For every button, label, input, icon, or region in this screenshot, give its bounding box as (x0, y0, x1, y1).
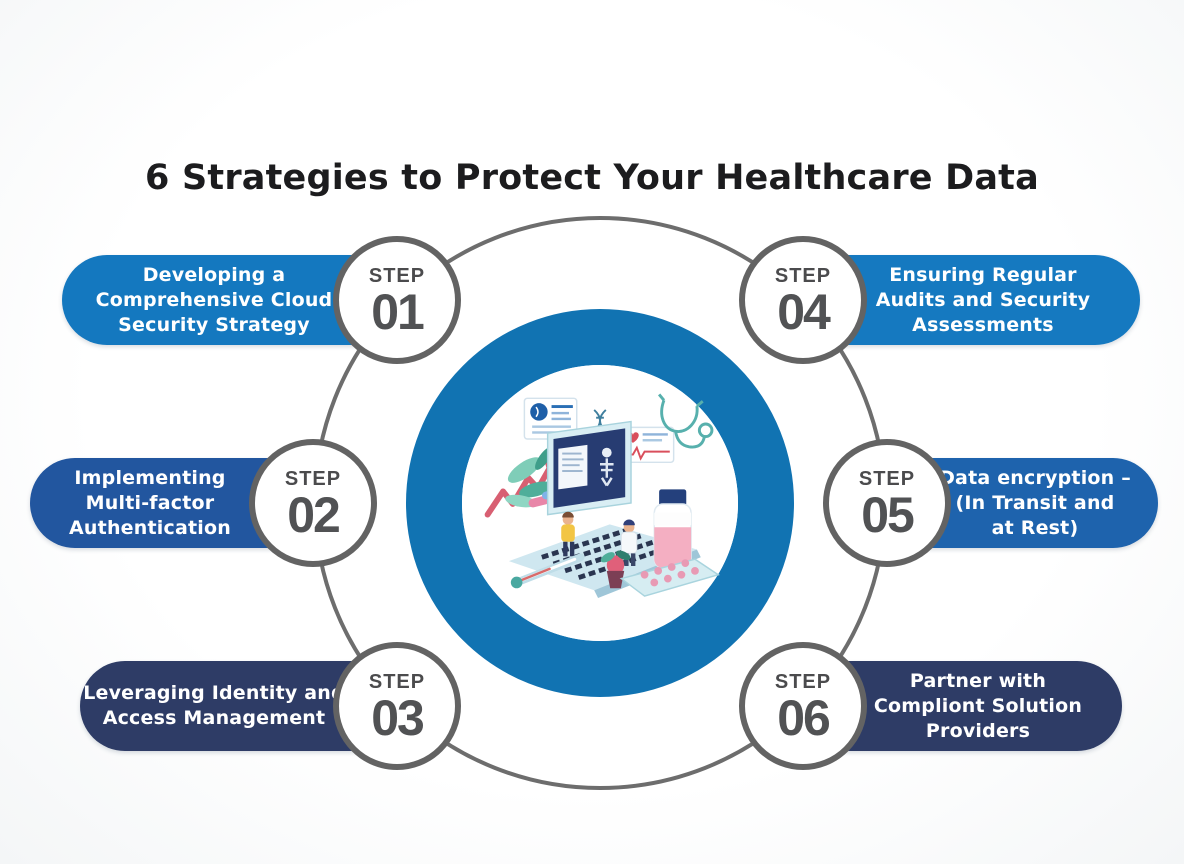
page-title: 6 Strategies to Protect Your Healthcare … (145, 158, 1039, 199)
step-1-label: STEP (368, 265, 426, 287)
step-1-badge: STEP 01 (333, 236, 461, 364)
step-3-label: STEP (368, 671, 426, 693)
step-5-banner-text: Data encryption – (In Transit and at Res… (912, 466, 1158, 541)
plant-pot-icon (600, 550, 631, 589)
step-6-line: Compliont Solution (873, 694, 1083, 717)
step-4-line: Assessments (912, 313, 1054, 336)
step-6-banner: Partner with Compliont Solution Provider… (768, 661, 1122, 751)
step-5-line: (In Transit and (955, 491, 1115, 514)
step-3-number: 03 (371, 690, 425, 746)
step-2-line: Authentication (69, 516, 231, 539)
step-6-line: Partner with (909, 669, 1047, 692)
step-5-line: Data encryption – (939, 466, 1131, 489)
thermometer-icon (510, 553, 585, 589)
step-5-badge: STEP 05 (823, 439, 951, 567)
step-5-label: STEP (858, 468, 916, 490)
step-4-line: Ensuring Regular (889, 263, 1077, 286)
healthcare-data-illustration (484, 393, 720, 598)
step-2-number: 02 (287, 487, 341, 543)
stethoscope-icon (658, 393, 714, 449)
person-figure-icon (561, 511, 575, 557)
pill-bottle-icon (653, 489, 692, 569)
step-3-line: Access Management (102, 707, 326, 729)
step-6-badge: STEP 06 (739, 642, 867, 770)
step-4-badge: STEP 04 (739, 236, 867, 364)
step-2-banner-text: Implementing Multi-factor Authentication (30, 466, 270, 541)
step-4-banner-text: Ensuring Regular Audits and Security Ass… (826, 263, 1140, 338)
step-6-label: STEP (774, 671, 832, 693)
step-4-banner: Ensuring Regular Audits and Security Ass… (768, 255, 1140, 345)
step-3-badge: STEP 03 (333, 642, 461, 770)
step-4-label: STEP (774, 265, 832, 287)
step-6-number: 06 (777, 690, 831, 746)
step-3-line: Leveraging Identity and (83, 682, 345, 704)
step-1-line: Comprehensive Cloud (95, 288, 333, 311)
step-2-line: Multi-factor (85, 491, 215, 514)
step-3-banner-text: Leveraging Identity and Access Managemen… (80, 681, 348, 731)
pill-blister-pack-icon (619, 558, 720, 597)
step-5-number: 05 (861, 487, 915, 543)
step-6-line: Providers (925, 719, 1031, 742)
step-1-banner-text: Developing a Comprehensive Cloud Securit… (62, 263, 366, 338)
step-2-label: STEP (284, 468, 342, 490)
step-4-line: Audits and Security (875, 288, 1091, 311)
step-1-line: Developing a (142, 263, 286, 286)
step-2-badge: STEP 02 (249, 439, 377, 567)
step-1-line: Security Strategy (118, 313, 310, 336)
step-4-number: 04 (777, 284, 831, 340)
step-5-line: at Rest) (991, 516, 1079, 539)
step-1-number: 01 (371, 284, 425, 340)
step-6-banner-text: Partner with Compliont Solution Provider… (834, 669, 1122, 744)
center-illustration-circle (462, 365, 738, 641)
medical-record-card-icon (523, 397, 578, 440)
step-2-line: Implementing (74, 466, 226, 489)
